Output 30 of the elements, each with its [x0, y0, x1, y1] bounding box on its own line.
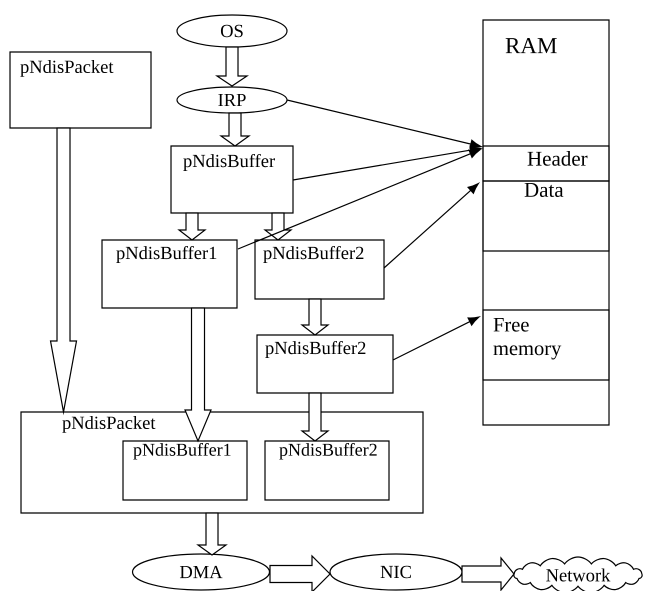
- oval-node: DMA: [132, 553, 270, 591]
- process-box: pNdisBuffer1: [101, 239, 238, 309]
- block-arrow: [300, 392, 330, 442]
- process-box: pNdisBuffer2: [254, 239, 385, 300]
- arrow: [392, 316, 480, 361]
- process-box: pNdisPacket: [9, 51, 152, 129]
- block-arrow: [300, 298, 330, 336]
- arrow: [292, 146, 482, 181]
- oval-node: IRP: [176, 86, 288, 114]
- arrow: [286, 99, 482, 149]
- memory-segment: Free memory: [482, 309, 610, 381]
- process-box: pNdisBuffer: [170, 145, 294, 214]
- oval-node: NIC: [329, 553, 463, 591]
- block-arrow: [50, 127, 78, 416]
- block-arrow: [215, 46, 249, 87]
- process-box: pNdisBuffer2: [256, 334, 394, 394]
- oval-node: OS: [176, 14, 288, 48]
- block-arrow: [461, 556, 515, 591]
- arrow: [384, 183, 479, 268]
- block-arrow: [196, 512, 228, 556]
- process-box: pNdisBuffer1: [122, 440, 248, 501]
- block-arrow: [263, 212, 293, 241]
- block-arrow: [219, 112, 251, 147]
- process-box: pNdisBuffer2: [264, 440, 390, 501]
- memory-segment: Data: [482, 180, 610, 252]
- block-arrow: [269, 554, 331, 591]
- arrow: [238, 149, 480, 250]
- block-arrow: [177, 212, 207, 241]
- block-arrow: [184, 307, 212, 443]
- memory-segment: Header: [482, 145, 610, 182]
